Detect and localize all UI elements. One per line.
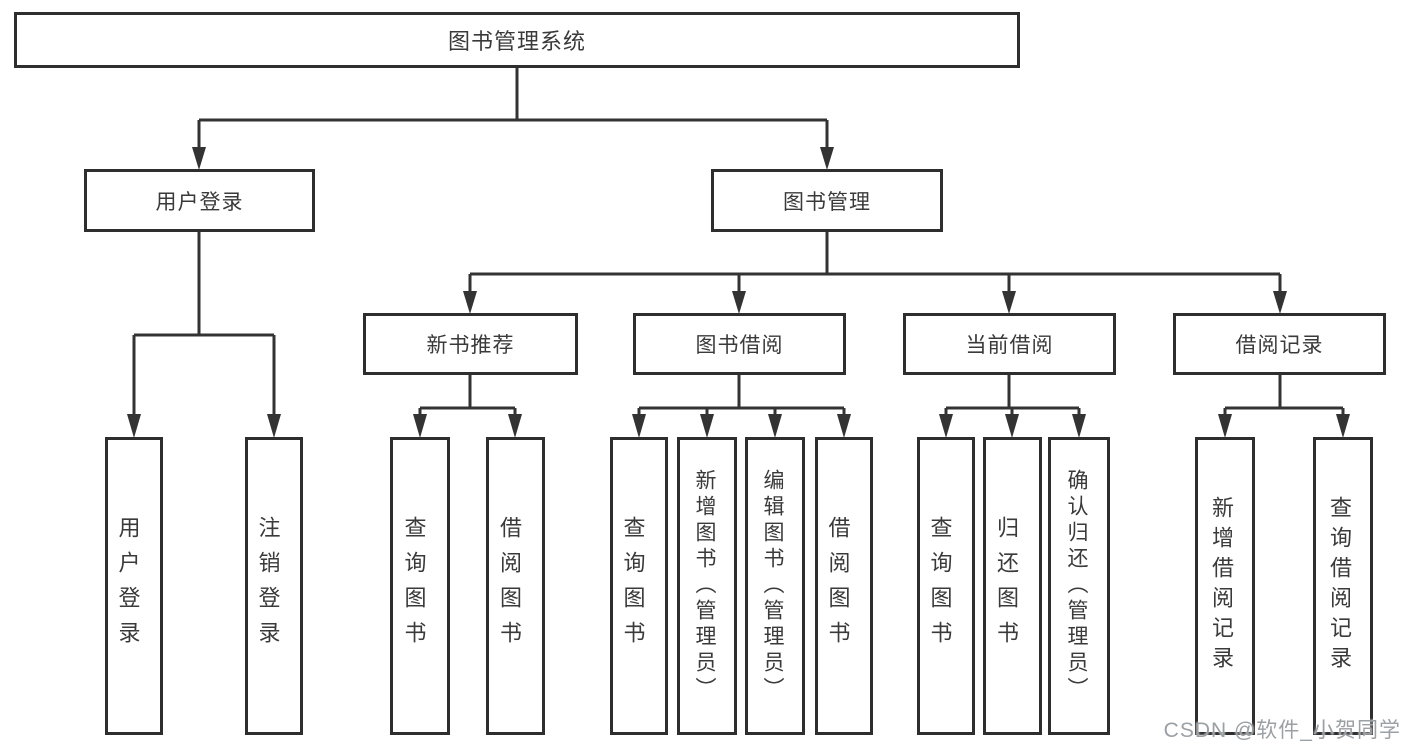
connector-new-book-rec-children	[413, 375, 522, 438]
node-current-borrow: 当前借阅	[903, 313, 1116, 375]
node-system-root: 图书管理系统	[14, 12, 1020, 68]
node-label: 查询图书	[927, 516, 953, 656]
arrowhead	[1218, 414, 1232, 438]
leaf-query-books-2: 查询图书	[610, 437, 668, 735]
node-label: 借阅记录	[1235, 334, 1324, 357]
connector-root-to-level2	[192, 68, 834, 170]
leaf-add-borrow-record: 新增借阅记录	[1195, 437, 1255, 735]
node-label: 注销登录	[255, 516, 281, 656]
connector-book-mgmt-children	[463, 232, 1287, 314]
node-label: 查询借阅记录	[1327, 496, 1352, 676]
arrowhead	[1002, 291, 1016, 314]
arrowhead	[632, 414, 646, 438]
arrowhead	[192, 147, 206, 170]
leaf-query-books-1: 查询图书	[390, 437, 450, 735]
arrowhead	[1336, 414, 1350, 438]
arrowhead	[1072, 414, 1086, 438]
node-label: 新增图书（管理员）	[693, 469, 716, 703]
arrowhead	[939, 414, 953, 438]
arrowhead	[1005, 414, 1019, 438]
node-label: 借阅图书	[825, 516, 851, 656]
node-label: 当前借阅	[965, 334, 1054, 357]
leaf-logout: 注销登录	[245, 437, 303, 735]
node-new-book-rec: 新书推荐	[363, 313, 578, 375]
connector-borrow-record-children	[1218, 375, 1350, 438]
node-borrow-record: 借阅记录	[1173, 313, 1386, 375]
node-label: 编辑图书（管理员）	[761, 469, 784, 703]
connector-current-borrow-children	[939, 375, 1086, 438]
node-label: 图书借阅	[695, 334, 784, 357]
node-user-login: 用户登录	[84, 169, 315, 232]
node-book-borrow: 图书借阅	[633, 313, 846, 375]
leaf-user-login: 用户登录	[105, 437, 163, 735]
node-label: 图书管理	[783, 190, 871, 214]
connector-book-borrow-children	[632, 375, 851, 438]
node-label: 用户登录	[115, 516, 141, 656]
arrowhead	[732, 291, 746, 314]
connector-user-login-children	[127, 232, 281, 438]
leaf-return-book: 归还图书	[983, 437, 1042, 735]
arrowhead	[413, 414, 427, 438]
node-label: 借阅图书	[497, 516, 522, 656]
arrowhead	[1273, 291, 1287, 314]
node-label: 新书推荐	[426, 334, 515, 357]
leaf-add-book-admin: 新增图书（管理员）	[677, 437, 737, 735]
arrowhead	[127, 414, 141, 438]
leaf-borrow-books-2: 借阅图书	[815, 437, 873, 735]
arrowhead	[820, 147, 834, 170]
arrowhead	[700, 414, 714, 438]
node-label: 图书管理系统	[447, 29, 586, 54]
arrowhead	[837, 414, 851, 438]
leaf-edit-book-admin: 编辑图书（管理员）	[745, 437, 805, 735]
arrowhead	[463, 291, 477, 314]
arrowhead	[768, 414, 782, 438]
arrowhead	[508, 414, 522, 438]
node-label: 查询图书	[620, 516, 646, 656]
leaf-confirm-return-admin: 确认归还（管理员）	[1048, 437, 1110, 735]
leaf-query-books-3: 查询图书	[917, 437, 975, 735]
leaf-query-borrow-record: 查询借阅记录	[1313, 437, 1373, 735]
arrowhead	[267, 414, 281, 438]
node-book-mgmt: 图书管理	[711, 169, 943, 232]
node-label: 查询图书	[401, 516, 427, 656]
node-label: 用户登录	[155, 190, 244, 214]
csdn-watermark: CSDN @软件_小贺同学	[1163, 719, 1401, 742]
leaf-borrow-books-1: 借阅图书	[486, 437, 545, 735]
node-label: 新增借阅记录	[1209, 496, 1234, 676]
node-label: 确认归还（管理员）	[1065, 469, 1088, 703]
node-label: 归还图书	[994, 516, 1019, 656]
